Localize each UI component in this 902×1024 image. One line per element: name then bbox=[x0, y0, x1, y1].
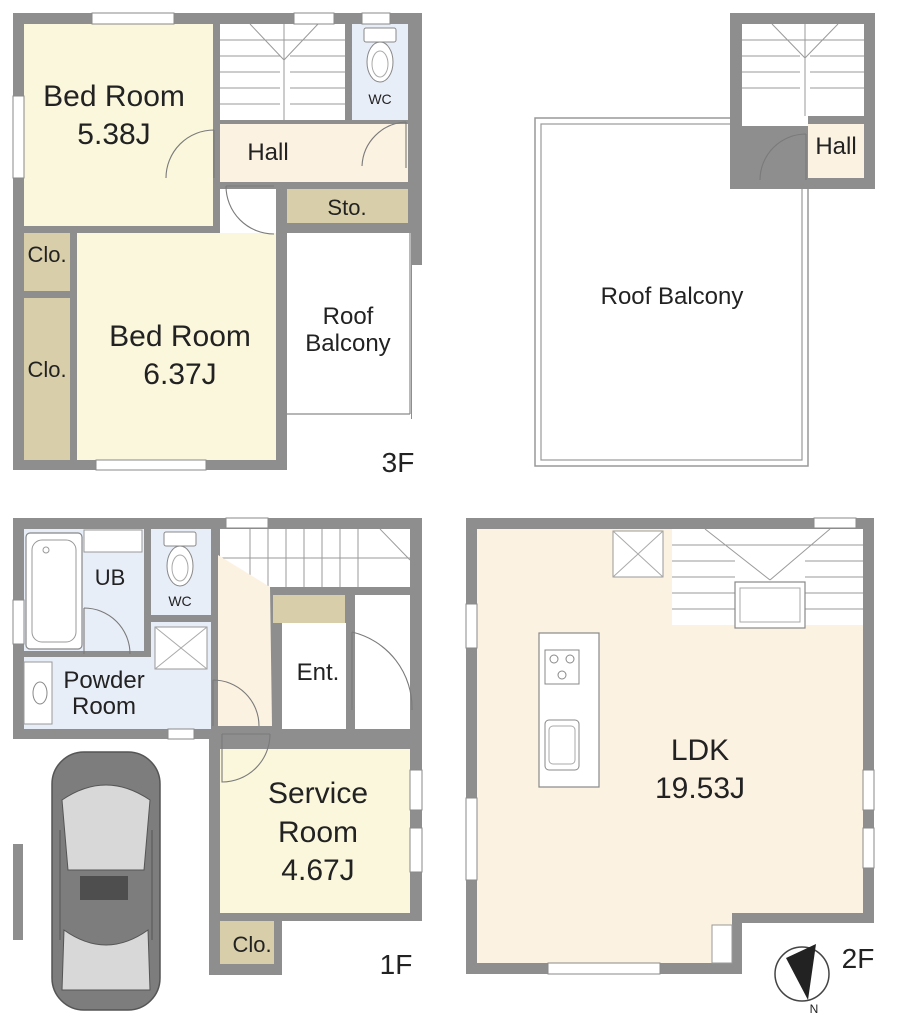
stairs-icon bbox=[220, 23, 345, 120]
third-floor-balcony-outside-right bbox=[412, 265, 422, 425]
third-floor-balcony-area bbox=[287, 233, 411, 419]
shoe-storage bbox=[355, 595, 410, 729]
bedroom-a-size: 5.38J bbox=[77, 118, 150, 151]
window-2f-right-1 bbox=[862, 769, 875, 811]
closet-a-label: Clo. bbox=[27, 242, 66, 267]
service-room-label-line1: Service bbox=[268, 777, 368, 810]
entrance-step bbox=[273, 595, 345, 623]
ldk-corner-step bbox=[711, 924, 733, 964]
service-room-label-line2: Room bbox=[278, 816, 358, 849]
bathroom-label: UB bbox=[95, 565, 126, 590]
car-icon bbox=[51, 751, 161, 1011]
toilet-icon bbox=[163, 531, 197, 587]
bedroom-b-size: 6.37J bbox=[143, 358, 216, 391]
first-floor-label: 1F bbox=[380, 949, 413, 980]
toilet-icon bbox=[363, 27, 397, 83]
third-floor-hall-label: Hall bbox=[247, 139, 288, 166]
bath-divider bbox=[83, 529, 143, 553]
third-floor-balcony-label-line1: Roof bbox=[323, 303, 374, 330]
second-floor-label: 2F bbox=[842, 943, 875, 974]
third-floor-balcony-outside bbox=[287, 419, 422, 470]
powder-room-label-line1: Powder bbox=[63, 667, 144, 694]
roof-floor-plan: Hall Roof Balcony bbox=[534, 13, 875, 467]
window-2f-bottom bbox=[547, 962, 661, 975]
service-room-door bbox=[221, 733, 271, 783]
skylight-icon bbox=[154, 626, 208, 670]
stair-opening bbox=[734, 581, 806, 629]
sink-icon bbox=[544, 719, 580, 771]
closet-b-label: Clo. bbox=[27, 357, 66, 382]
bedroom-a-area bbox=[24, 24, 213, 226]
second-floor-plan: LDK 19.53J N 2F bbox=[465, 517, 875, 1016]
compass-north-label: N bbox=[810, 1002, 819, 1016]
third-floor-balcony-label-line2: Balcony bbox=[305, 330, 390, 357]
ldk-corner-wall bbox=[732, 915, 742, 963]
stairs-icon bbox=[220, 528, 411, 587]
entrance-door bbox=[351, 631, 413, 711]
skylight-icon bbox=[612, 530, 664, 578]
window-2f-left-2 bbox=[465, 797, 478, 881]
closet-a-area bbox=[24, 233, 70, 291]
ldk-label: LDK bbox=[671, 734, 729, 767]
roof-hall-door bbox=[759, 133, 807, 181]
third-floor-plan: WC Hall Sto. Clo. Clo. Roof Balcony Bed … bbox=[12, 12, 422, 478]
third-floor-storage-area bbox=[287, 189, 408, 223]
entrance-area bbox=[282, 623, 346, 729]
window-2f-top bbox=[813, 517, 857, 529]
roof-hall-label: Hall bbox=[815, 133, 856, 160]
bedroom-b-lobby bbox=[220, 189, 276, 233]
third-floor-storage-label: Sto. bbox=[327, 195, 366, 220]
bedroom-b-door bbox=[225, 185, 275, 235]
first-floor-wc-label: WC bbox=[168, 593, 191, 609]
bathtub-icon bbox=[25, 532, 83, 650]
window-1f-bottom bbox=[167, 728, 195, 740]
closet-b-area bbox=[24, 298, 70, 460]
roof-balcony-label: Roof Balcony bbox=[601, 283, 744, 310]
stair-opening-inner bbox=[739, 587, 801, 623]
third-floor-label: 3F bbox=[382, 447, 415, 478]
powder-room-label-line2: Room bbox=[72, 693, 136, 720]
first-floor-closet-area bbox=[220, 921, 274, 964]
service-room-area bbox=[220, 749, 410, 913]
first-floor-closet-label: Clo. bbox=[232, 932, 271, 957]
window-3f-left bbox=[12, 95, 25, 179]
bedroom-b-area bbox=[77, 233, 276, 460]
window-1f-top bbox=[225, 517, 269, 529]
window-1f-right-2 bbox=[409, 827, 423, 873]
bedroom-b-name: Bed Room bbox=[109, 320, 251, 353]
stairs-icon bbox=[742, 23, 864, 116]
bathroom-door bbox=[83, 607, 131, 655]
stove-icon bbox=[544, 649, 580, 685]
roof-stair-lower bbox=[742, 116, 808, 126]
sink-icon bbox=[23, 661, 53, 725]
window-3f-top-1 bbox=[91, 12, 175, 25]
window-1f-right-1 bbox=[409, 769, 423, 811]
window-1f-left bbox=[12, 599, 25, 645]
service-room-size: 4.67J bbox=[281, 854, 354, 887]
roof-hall-area bbox=[808, 124, 864, 178]
compass-icon bbox=[774, 944, 830, 1002]
window-3f-bottom bbox=[95, 459, 207, 471]
first-floor-plan: UB WC Powder Room bbox=[12, 517, 423, 1011]
parking-post bbox=[13, 844, 23, 940]
first-floor-closet-side bbox=[282, 921, 422, 975]
entrance-label: Ent. bbox=[297, 659, 340, 686]
stairs-icon bbox=[672, 528, 863, 610]
roof-stair-area bbox=[742, 24, 864, 116]
roof-balcony-inner bbox=[540, 123, 803, 461]
window-3f-top-2 bbox=[293, 12, 335, 25]
wc-door bbox=[361, 121, 407, 168]
ldk-corner-wall-2 bbox=[732, 913, 874, 923]
window-2f-left-1 bbox=[465, 603, 478, 649]
powder-room-door bbox=[212, 679, 260, 727]
third-floor-wc-label: WC bbox=[368, 91, 391, 107]
bedroom-a-door bbox=[165, 129, 215, 179]
window-2f-right-2 bbox=[862, 827, 875, 869]
ldk-size: 19.53J bbox=[655, 772, 745, 805]
window-3f-top-3 bbox=[361, 12, 391, 25]
bedroom-a-name: Bed Room bbox=[43, 80, 185, 113]
